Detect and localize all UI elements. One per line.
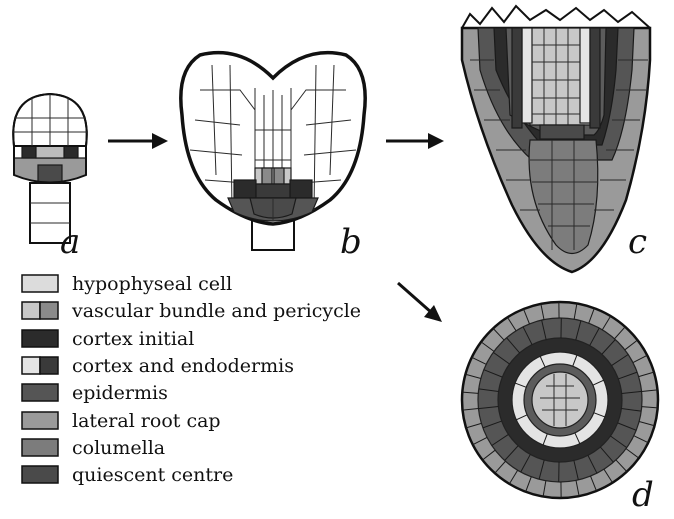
swatch-cortex-initial [22,330,58,347]
swatch-vascular-light [22,302,40,319]
legend-label: lateral root cap [72,410,221,432]
legend: hypophyseal cell vascular bundle and per… [22,273,361,486]
swatch-quiescent-centre [22,466,58,483]
legend-label: columella [72,437,165,459]
swatch-hypophyseal-cell [22,275,58,292]
swatch-lateral-root-cap [22,412,58,429]
legend-label: cortex initial [72,328,194,350]
swatch-columella [22,439,58,456]
arrow-to-d [398,283,442,322]
panel-label-c: c [628,222,647,262]
swatch-vascular-dark [40,302,58,319]
swatch-cortex-dark [40,357,58,374]
panel-d-cross-section [462,302,658,498]
legend-item-epidermis: epidermis [22,382,168,404]
legend-label: vascular bundle and pericycle [71,300,361,322]
swatch-epidermis [22,384,58,401]
panel-b-embryo [181,53,365,250]
arrow-a-to-b [108,133,168,149]
legend-item-cortex-initial: cortex initial [22,328,194,350]
arrow-b-to-c [386,133,444,149]
legend-label: epidermis [72,382,168,404]
legend-label: cortex and endodermis [72,355,294,377]
swatch-cortex-light [22,357,40,374]
panel-a-embryo [12,94,88,243]
legend-label: hypophyseal cell [72,273,232,295]
quiescent-centre [540,125,584,139]
legend-item-quiescent-centre: quiescent centre [22,464,233,486]
panel-label-b: b [340,222,362,262]
legend-item-columella: columella [22,437,165,459]
legend-item-hypophyseal-cell: hypophyseal cell [22,273,232,295]
panel-label-d: d [632,475,654,515]
legend-label: quiescent centre [72,464,233,486]
hypophysis-derived [38,165,62,183]
panel-label-a: a [60,222,80,262]
vascular-core [532,372,588,428]
legend-item-cortex-endodermis: cortex and endodermis [22,355,294,377]
panel-c-root-tip [462,6,650,272]
legend-item-vascular-bundle: vascular bundle and pericycle [22,300,361,322]
legend-item-lateral-root-cap: lateral root cap [22,410,221,432]
